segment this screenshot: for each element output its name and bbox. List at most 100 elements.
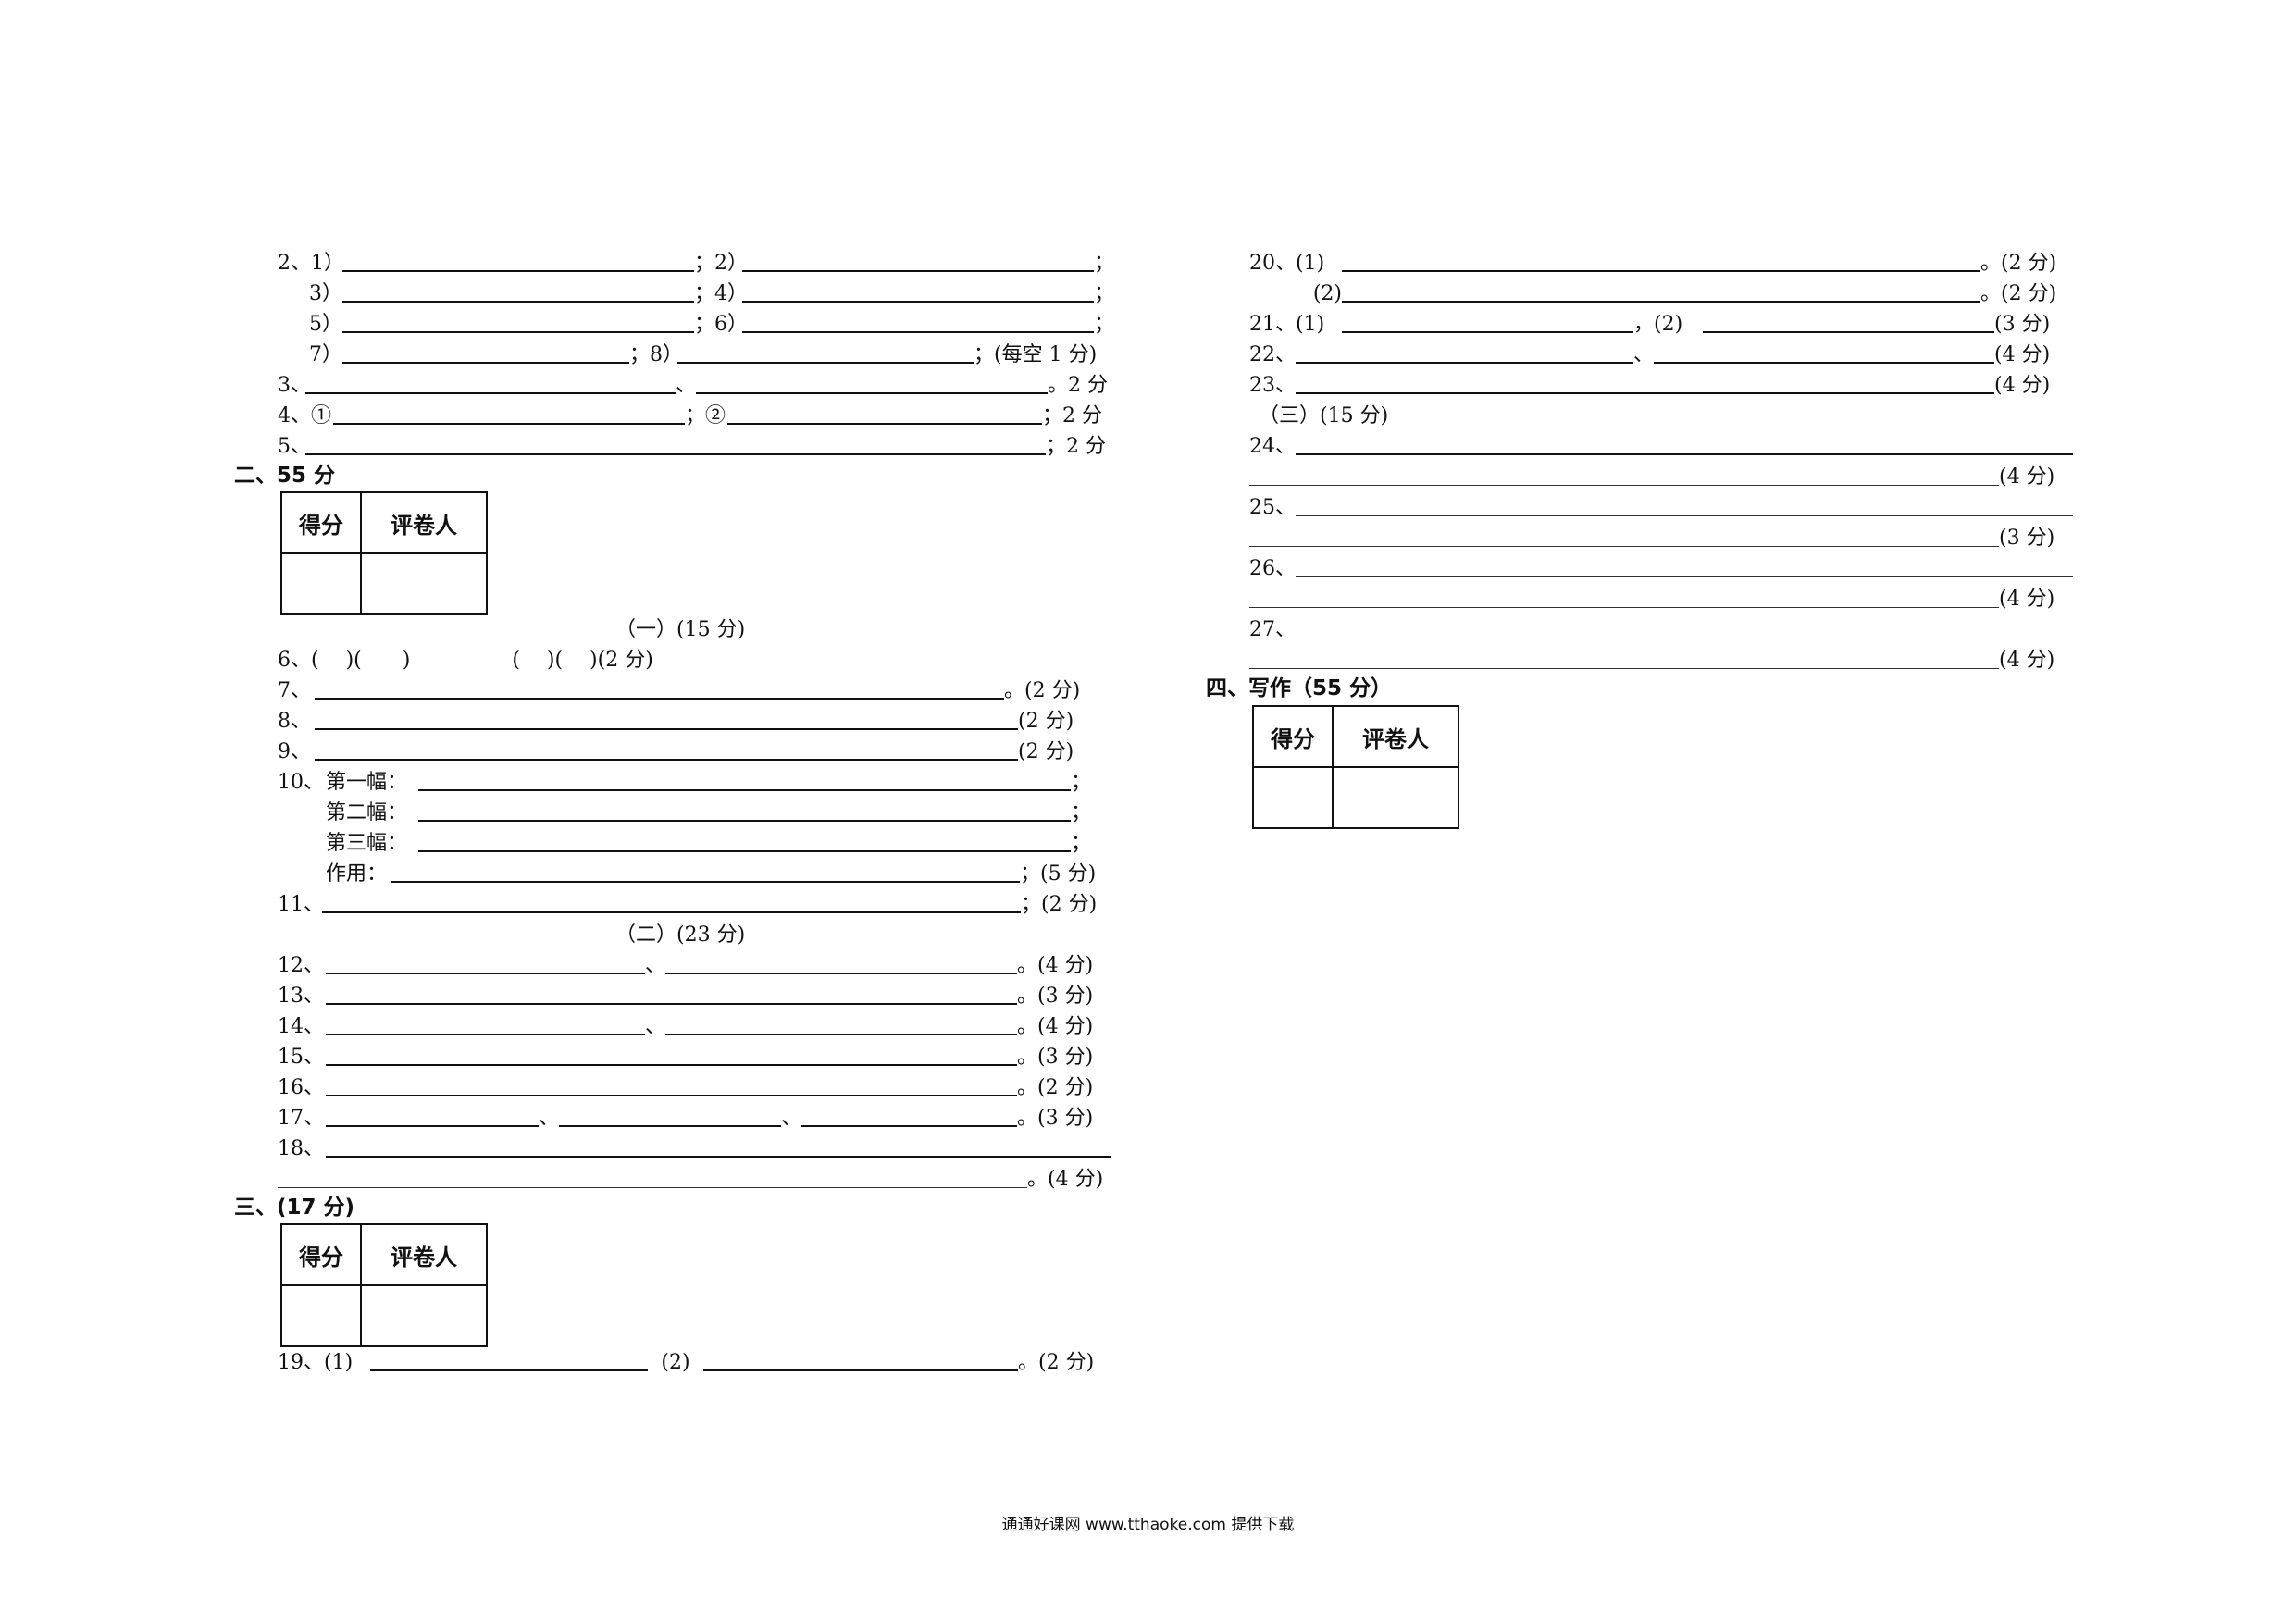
q20-row-1: 20、(1) 。(2 分) (1249, 248, 2056, 276)
section-4-score-table: 得分 评卷人 (1252, 705, 1459, 829)
q12-blank-1[interactable] (326, 972, 645, 974)
q2-blank-2[interactable] (742, 269, 1094, 272)
grader-cell[interactable] (1332, 766, 1459, 829)
q5-label: 5、 (278, 435, 311, 458)
q7-end: 。(2 分) (1004, 679, 1081, 702)
q19-blank-1[interactable] (370, 1369, 648, 1371)
q22-blank-2[interactable] (1654, 361, 1994, 364)
q8-label: 8、 (278, 710, 311, 733)
score-cell[interactable] (1252, 766, 1334, 829)
q2-blank-6[interactable] (742, 330, 1094, 333)
q2-blank-8[interactable] (677, 361, 974, 364)
q21-row: 21、(1) ，(2) (3 分) (1249, 309, 2050, 337)
q13-row: 13、 。(3 分) (278, 981, 1093, 1009)
q25-blank-1[interactable] (1296, 514, 2073, 516)
q21-blank-2[interactable] (1703, 330, 1994, 333)
q27-blank-1[interactable] (1296, 637, 2073, 638)
q10-blank-d[interactable] (391, 880, 1020, 883)
section-4-heading: 四、写作（55 分） (1206, 676, 1393, 700)
q10-blank-a[interactable] (418, 788, 1071, 791)
q22-row: 22、 、 (4 分) (1249, 340, 2050, 367)
q2-blank-1[interactable] (342, 269, 694, 272)
q14-blank-1[interactable] (326, 1033, 645, 1035)
q9-end: (2 分) (1018, 740, 1074, 763)
q19-blank-2[interactable] (703, 1369, 1018, 1371)
section-3-heading: 三、(17 分) (234, 1196, 355, 1220)
q17-blank-3[interactable] (801, 1124, 1017, 1127)
q23-blank[interactable] (1296, 391, 1994, 394)
q2-blank-5[interactable] (342, 330, 694, 333)
grader-cell[interactable] (360, 552, 488, 615)
q12-blank-2[interactable] (665, 972, 1017, 974)
q14-sep: 、 (645, 1015, 666, 1038)
q26-blank-1[interactable] (1296, 576, 2073, 577)
q10-blank-b[interactable] (418, 819, 1071, 822)
q17-blank-2[interactable] (559, 1124, 781, 1127)
q11-label: 11、 (278, 893, 324, 916)
q25-end: (3 分) (1999, 527, 2055, 550)
q3-blank-2[interactable] (696, 391, 1048, 394)
q21-label: 21、(1) (1249, 313, 1325, 336)
q2-blank-3[interactable] (342, 300, 694, 303)
q16-blank[interactable] (326, 1094, 1017, 1096)
q13-blank[interactable] (326, 1002, 1017, 1005)
q18-blank-1[interactable] (326, 1155, 1111, 1158)
q24-blank-2[interactable] (1249, 484, 1999, 486)
q10-end-c: ； (1071, 832, 1092, 855)
q10-sub-b: 第二幅： (326, 801, 408, 824)
q26-row-2: (4 分) (1249, 584, 2054, 612)
score-cell[interactable] (280, 552, 362, 615)
grader-cell[interactable] (360, 1284, 488, 1347)
q15-blank[interactable] (326, 1063, 1017, 1066)
q10-row-1: 10、 第一幅： ； (278, 767, 1091, 795)
q20-blank-2[interactable] (1342, 300, 1980, 303)
section-2-heading: 二、55 分 (234, 464, 336, 488)
q2-blank-4[interactable] (742, 300, 1094, 303)
q8-blank[interactable] (315, 727, 1018, 730)
q20-label-2: (2) (1312, 282, 1342, 305)
q16-row: 16、 。(2 分) (278, 1072, 1093, 1100)
grader-header: 评卷人 (360, 1223, 488, 1286)
q10-blank-c[interactable] (418, 849, 1071, 852)
q4-blank-2[interactable] (727, 422, 1042, 425)
q8-end: (2 分) (1018, 710, 1074, 733)
q2-label-7: 7） (309, 343, 342, 366)
q17-end: 。(3 分) (1017, 1107, 1094, 1130)
q14-blank-2[interactable] (665, 1033, 1017, 1035)
q18-label: 18、 (278, 1137, 324, 1160)
grader-header: 评卷人 (360, 491, 488, 554)
q27-blank-2[interactable] (1249, 667, 1999, 669)
q5-blank[interactable] (305, 452, 1046, 455)
q20-label: 20、(1) (1249, 252, 1325, 275)
q11-blank[interactable] (322, 911, 1021, 913)
q23-end: (4 分) (1994, 374, 2051, 397)
q15-end: 。(3 分) (1017, 1046, 1094, 1069)
q4-sep: ；② (685, 404, 726, 427)
q9-blank[interactable] (315, 758, 1018, 761)
section-2-score-table: 得分 评卷人 (280, 491, 488, 615)
q24-label: 24、 (1249, 435, 1296, 458)
q2-blank-7[interactable] (342, 361, 629, 364)
q17-blank-1[interactable] (326, 1124, 539, 1127)
section-3-score-table: 得分 评卷人 (280, 1223, 488, 1347)
q4-label: 4、① (278, 404, 331, 427)
q5-end: ；2 分 (1046, 435, 1106, 458)
q7-blank[interactable] (315, 697, 1004, 700)
q2-sep-1: ；2） (694, 252, 748, 275)
q3-blank-1[interactable] (305, 391, 676, 394)
q26-blank-2[interactable] (1249, 606, 1999, 608)
q24-row-1: 24、 (1249, 431, 2073, 459)
q25-blank-2[interactable] (1249, 545, 1999, 547)
q20-blank-1[interactable] (1342, 269, 1980, 272)
footer-text: 通通好课网 www.tthaoke.com 提供下载 (1001, 1516, 1295, 1534)
q4-blank-1[interactable] (333, 422, 685, 425)
q22-blank-1[interactable] (1296, 361, 1633, 364)
q24-blank-1[interactable] (1296, 452, 2073, 455)
q2-row-2: 3） ；4） ； (278, 279, 1114, 306)
q16-label: 16、 (278, 1076, 324, 1099)
score-header: 得分 (1252, 705, 1334, 768)
score-cell[interactable] (280, 1284, 362, 1347)
q21-blank-1[interactable] (1342, 330, 1633, 333)
q3-end: 。2 分 (1048, 374, 1108, 397)
q18-blank-2[interactable] (278, 1186, 1027, 1188)
